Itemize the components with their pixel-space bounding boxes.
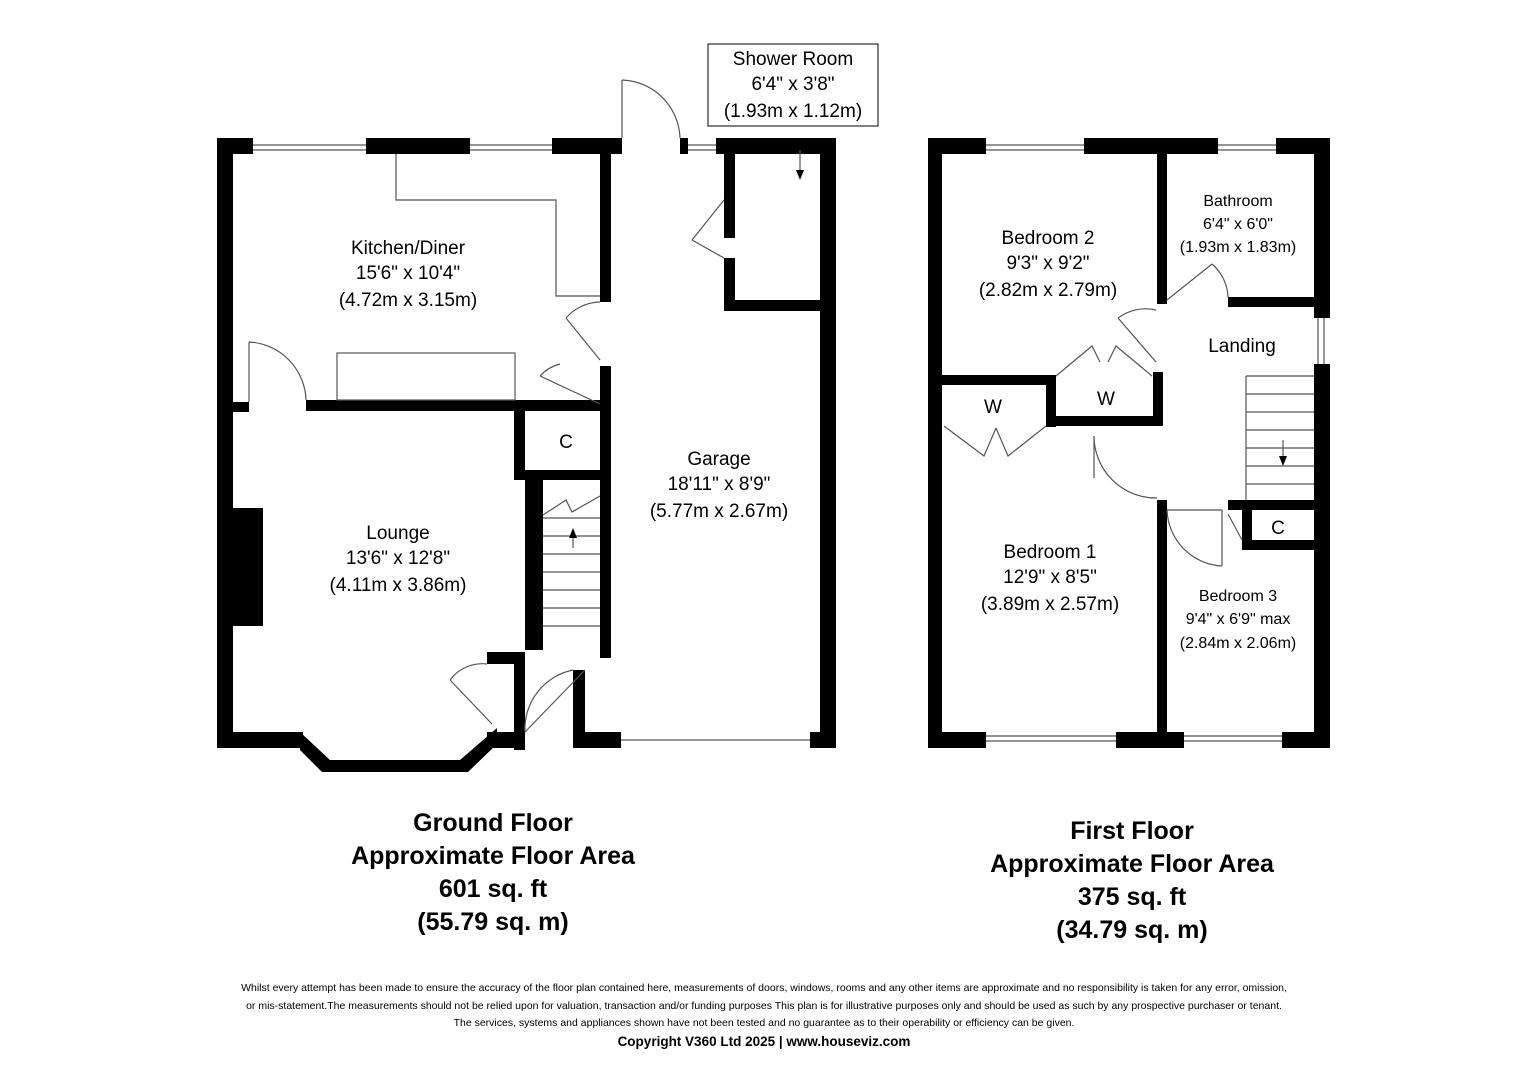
lounge-label: Lounge 13'6" x 12'8" (4.11m x 3.86m): [330, 523, 467, 596]
gf-subtitle: Approximate Floor Area: [351, 842, 635, 870]
bathroom-label: Bathroom 6'4" x 6'0" (1.93m x 1.83m): [1180, 193, 1296, 256]
bedroom1-label: Bedroom 1 12'9" x 8'5" (3.89m x 2.57m): [981, 542, 1119, 615]
shower-name: Shower Room: [733, 49, 853, 70]
disclaimer-line-3: The services, systems and appliances sho…: [453, 1017, 1075, 1029]
lounge-name: Lounge: [366, 523, 429, 544]
first-floor-fixtures: [943, 144, 1325, 742]
shower-arrow-head: [796, 170, 804, 180]
bathroom-name: Bathroom: [1203, 193, 1272, 210]
kitchen-label: Kitchen/Diner 15'6" x 10'4" (4.72m x 3.1…: [339, 238, 477, 311]
ff-title: First Floor: [1070, 817, 1194, 845]
ground-floor-walls: [217, 138, 836, 750]
bedroom2-imperial: 9'3" x 9'2": [1006, 253, 1089, 274]
kitchen-imperial: 15'6" x 10'4": [356, 263, 460, 284]
ground-floor-area-heading: Ground Floor Approximate Floor Area 601 …: [293, 807, 693, 939]
landing-label: Landing: [1208, 336, 1276, 357]
shower-metric: (1.93m x 1.12m): [724, 101, 862, 122]
bathroom-metric: (1.93m x 1.83m): [1180, 239, 1296, 256]
gf-title: Ground Floor: [413, 809, 573, 837]
ff-area-metric: (34.79 sq. m): [1056, 916, 1208, 944]
kitchen-metric: (4.72m x 3.15m): [339, 290, 477, 311]
garage-metric: (5.77m x 2.67m): [650, 501, 788, 522]
ff-cupboard-label: C: [1271, 518, 1285, 539]
shower-imperial: 6'4" x 3'8": [751, 74, 834, 95]
stair-arrow-head: [569, 528, 577, 538]
bedroom2-name: Bedroom 2: [1002, 228, 1095, 249]
gf-cupboard-label: C: [559, 432, 573, 453]
lounge-imperial: 13'6" x 12'8": [346, 548, 450, 569]
disclaimer-line-2: or mis-statement.The measurements should…: [246, 999, 1282, 1012]
bedroom1-name: Bedroom 1: [1004, 542, 1097, 563]
bedroom3-imperial: 9'4" x 6'9" max: [1186, 611, 1291, 628]
lounge-metric: (4.11m x 3.86m): [330, 575, 467, 596]
shower-room-label-box: [707, 43, 879, 127]
bedroom3-label: Bedroom 3 9'4" x 6'9" max (2.84m x 2.06m…: [1180, 588, 1296, 652]
first-floor-area-heading: First Floor Approximate Floor Area 375 s…: [932, 815, 1332, 947]
disclaimer-footer: Whilst every attempt has been made to en…: [40, 980, 1488, 1050]
bedroom2-label: Bedroom 2 9'3" x 9'2" (2.82m x 2.79m): [979, 228, 1117, 301]
gf-area-metric: (55.79 sq. m): [417, 908, 569, 936]
bedroom3-metric: (2.84m x 2.06m): [1180, 635, 1296, 652]
shower-room-label: Shower Room 6'4" x 3'8" (1.93m x 1.12m): [724, 49, 862, 122]
bathroom-imperial: 6'4" x 6'0": [1203, 216, 1273, 233]
ground-floor-fixtures: [248, 79, 810, 741]
wardrobe2-label: W: [1097, 389, 1115, 410]
bedroom3-name: Bedroom 3: [1199, 588, 1277, 605]
first-floor-walls: [928, 138, 1330, 748]
bedroom1-imperial: 12'9" x 8'5": [1003, 567, 1097, 588]
bedroom1-metric: (3.89m x 2.57m): [981, 594, 1119, 615]
copyright-text: Copyright V360 Ltd 2025 | www.houseviz.c…: [617, 1033, 911, 1049]
bay-window-wall: [300, 728, 497, 772]
gf-area-imperial: 601 sq. ft: [438, 875, 548, 903]
wardrobe1-label: W: [984, 397, 1002, 418]
ff-subtitle: Approximate Floor Area: [990, 850, 1274, 878]
bedroom2-metric: (2.82m x 2.79m): [979, 280, 1117, 301]
disclaimer-line-1: Whilst every attempt has been made to en…: [241, 982, 1287, 994]
kitchen-name: Kitchen/Diner: [351, 238, 466, 259]
ff-stair-arrow-head: [1279, 456, 1287, 466]
garage-name: Garage: [687, 449, 750, 470]
ff-area-imperial: 375 sq. ft: [1077, 883, 1187, 911]
garage-imperial: 18'11" x 8'9": [668, 474, 771, 495]
garage-label: Garage 18'11" x 8'9" (5.77m x 2.67m): [650, 449, 788, 522]
